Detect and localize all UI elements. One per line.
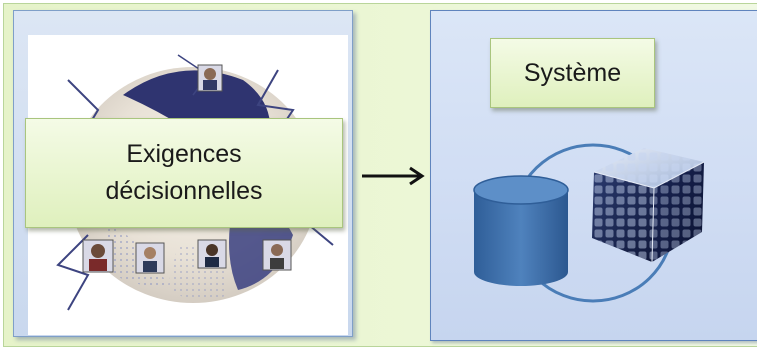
requirements-label-line1: Exigences [126,140,242,168]
arrow-right-icon [362,166,425,186]
requirements-label-line2: décisionnelles [105,177,263,205]
system-label-text: Système [523,58,622,87]
database-cylinder-icon [473,175,569,286]
data-cube-icon [592,148,705,263]
system-label: Système [490,38,655,108]
requirements-label: Exigences décisionnelles [25,118,343,228]
